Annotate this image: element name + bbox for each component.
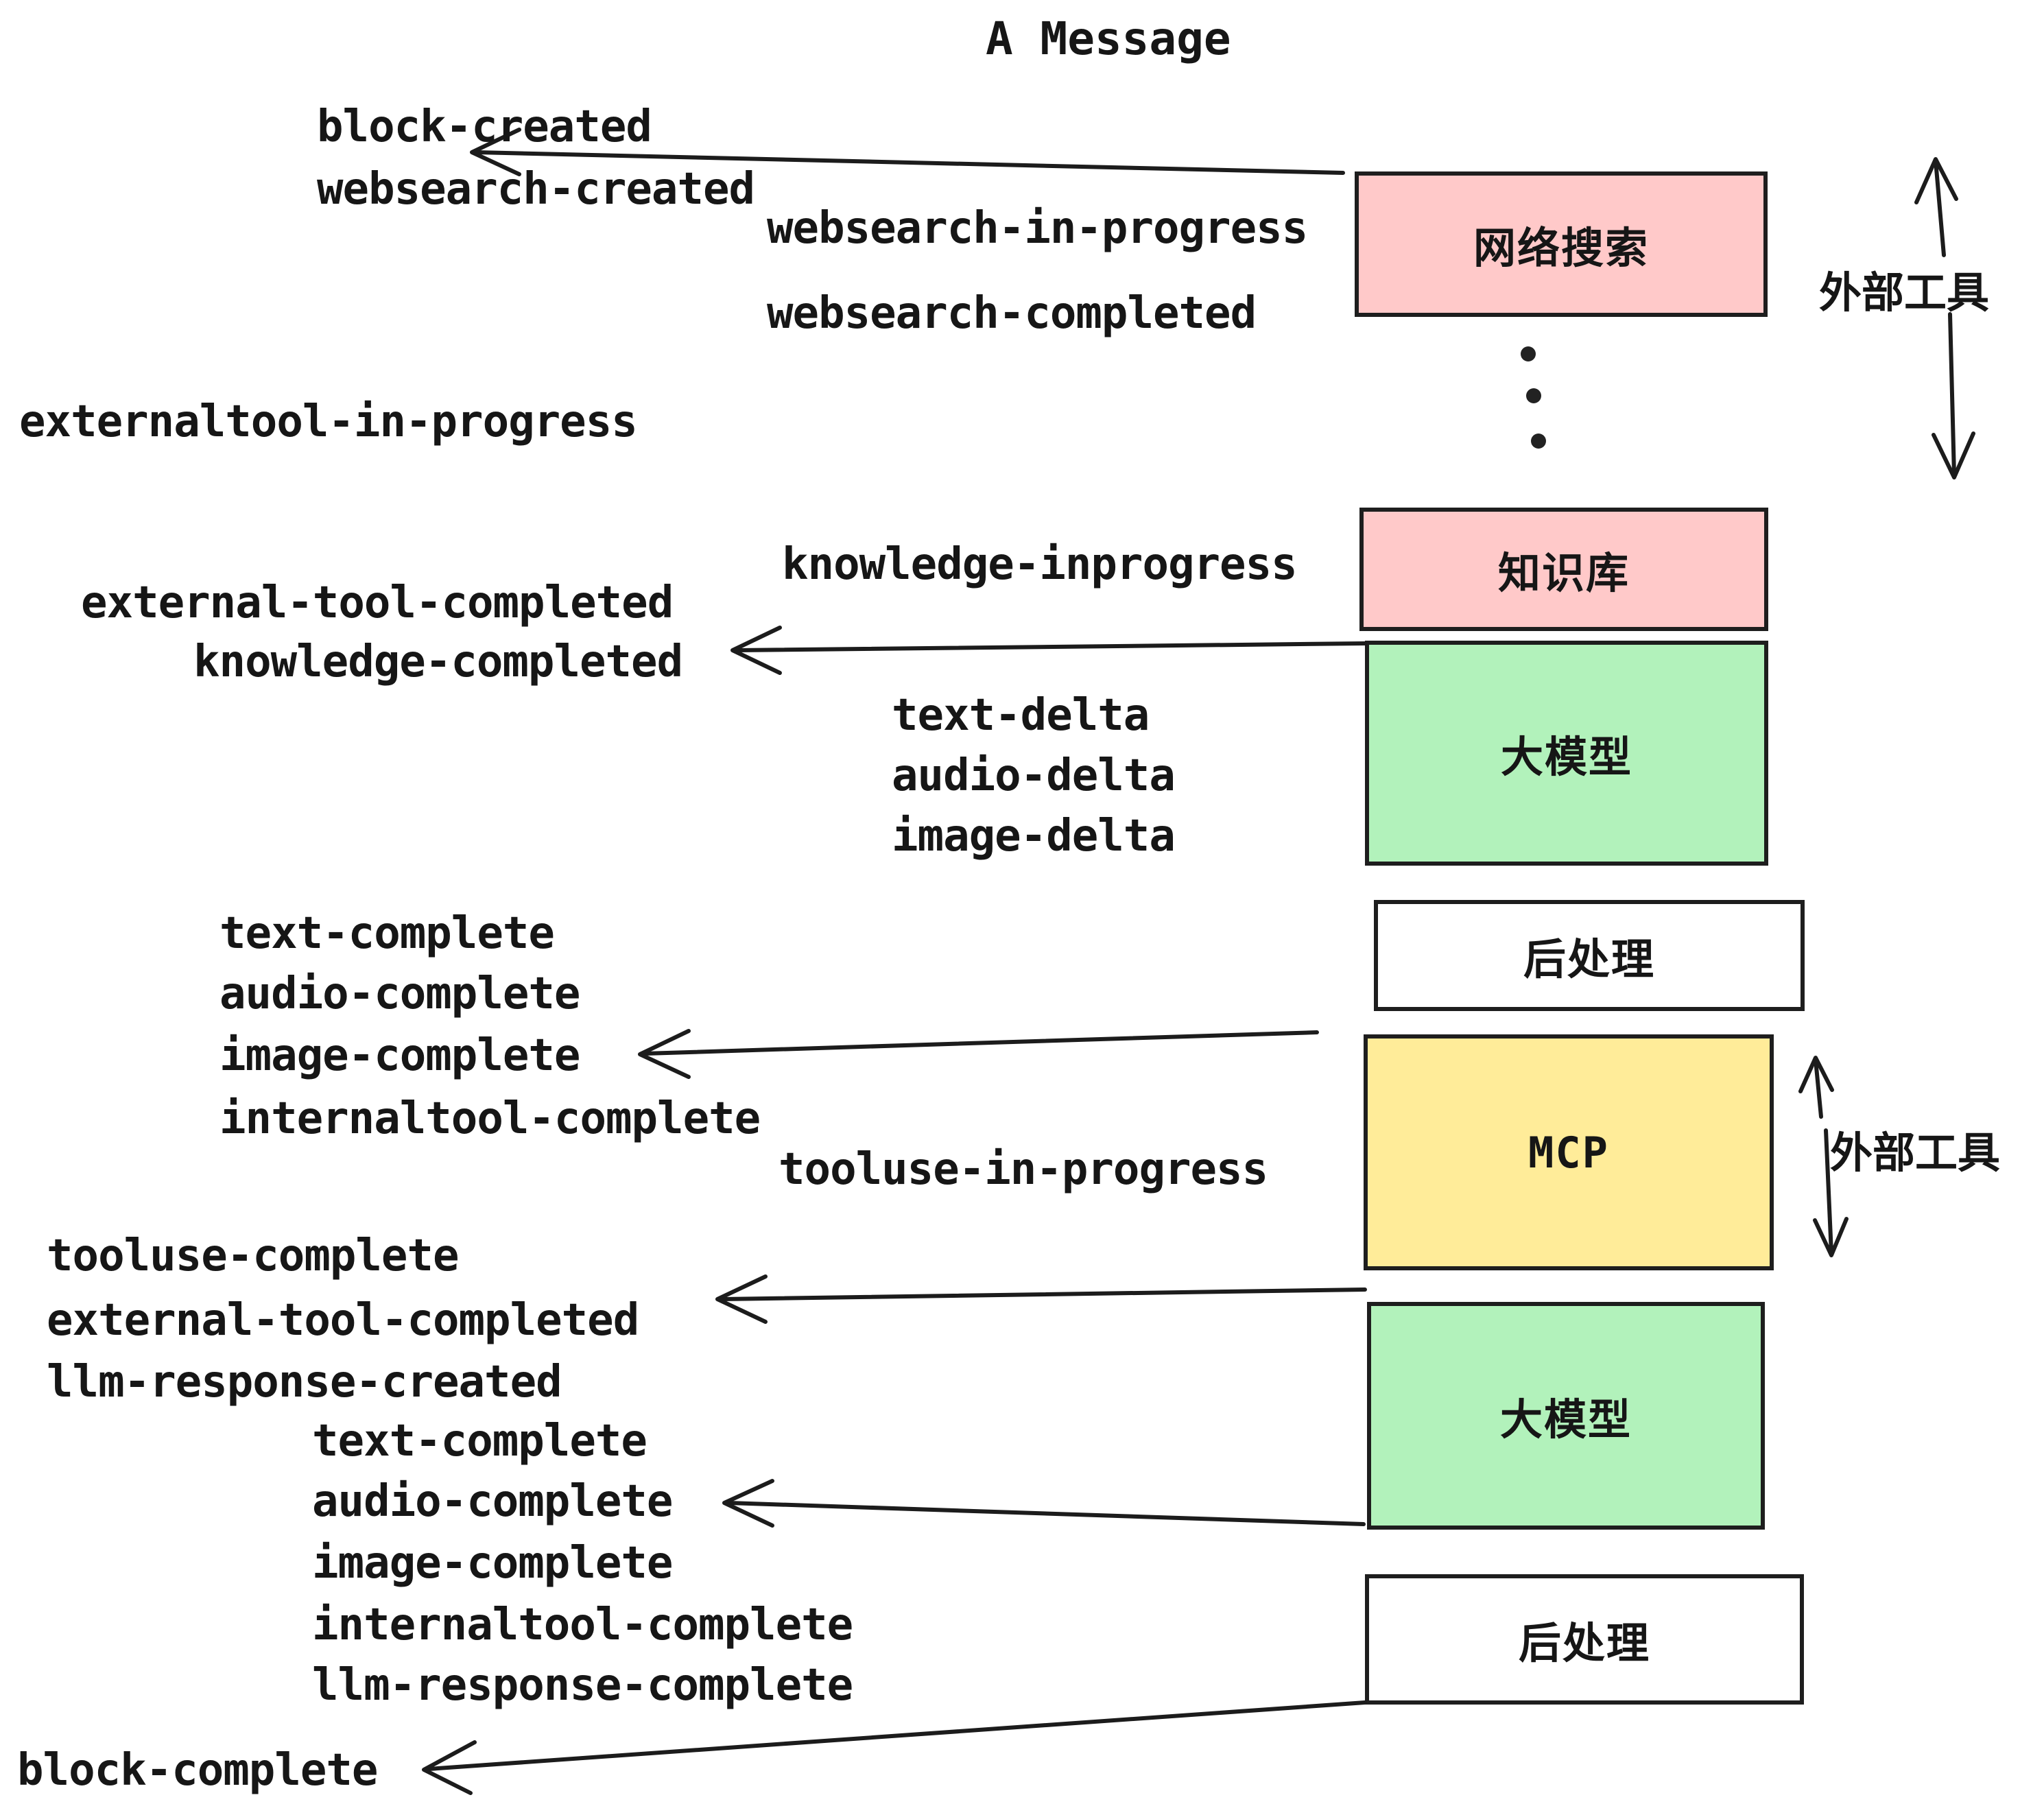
ellipsis-dot — [1521, 346, 1536, 361]
arrow-internal-complete-1 — [638, 1029, 1319, 1079]
event-text-delta-1: text-delta — [892, 690, 1150, 741]
arrow-internal-complete-2 — [722, 1479, 1366, 1528]
box-llm-2-label: 大模型 — [1499, 1394, 1632, 1445]
event-text-complete-2: text-complete — [312, 1416, 647, 1467]
event-websearch-in-progress: websearch-in-progress — [767, 203, 1308, 254]
event-audio-delta-1: audio-delta — [892, 750, 1176, 801]
arrow-websearch-created — [470, 128, 1345, 176]
box-postprocess-1-label: 后处理 — [1523, 934, 1655, 984]
box-mcp-label: MCP — [1528, 1127, 1609, 1178]
event-tooluse-in-progress: tooluse-in-progress — [779, 1144, 1268, 1195]
arrow-knowledge-completed — [730, 626, 1367, 675]
box-knowledge-label: 知识库 — [1497, 548, 1630, 598]
event-llm-response-created: llm-response-created — [47, 1357, 562, 1408]
box-postprocess-2: 后处理 — [1365, 1574, 1804, 1705]
external-tools-up-arrow-1 — [1914, 157, 1958, 257]
event-text-complete-1: text-complete — [219, 908, 555, 959]
event-externaltool-in-progress: externaltool-in-progress — [19, 396, 638, 447]
box-websearch: 网络搜索 — [1355, 171, 1768, 317]
external-tools-down-arrow-1 — [1932, 312, 1975, 479]
box-llm-1: 大模型 — [1365, 641, 1768, 866]
event-audio-complete-1: audio-complete — [219, 969, 580, 1019]
event-image-delta-1: image-delta — [892, 811, 1176, 862]
event-internaltool-complete-2: internaltool-complete — [312, 1600, 853, 1650]
event-tooluse-complete: tooluse-complete — [47, 1231, 459, 1281]
box-llm-2: 大模型 — [1367, 1302, 1765, 1530]
external-tools-down-arrow-2 — [1813, 1128, 1849, 1257]
diagram-title: A Message — [986, 12, 1231, 65]
event-websearch-completed: websearch-completed — [767, 288, 1257, 339]
arrow-tooluse-complete — [715, 1274, 1367, 1324]
box-mcp: MCP — [1364, 1034, 1774, 1270]
event-internaltool-complete-1: internaltool-complete — [219, 1093, 761, 1144]
box-postprocess-1: 后处理 — [1374, 900, 1805, 1011]
event-image-complete-2: image-complete — [312, 1538, 673, 1589]
event-block-complete: block-complete — [17, 1745, 378, 1796]
ellipsis-dots — [1521, 346, 1546, 449]
event-block-created: block-created — [317, 102, 652, 152]
event-external-tool-completed: external-tool-completed — [81, 578, 674, 628]
box-websearch-label: 网络搜索 — [1473, 223, 1649, 273]
external-tools-label-1: 外部工具 — [1819, 268, 1990, 318]
event-knowledge-inprogress: knowledge-inprogress — [782, 539, 1298, 590]
event-audio-complete-2: audio-complete — [312, 1476, 673, 1527]
ellipsis-dot — [1526, 388, 1541, 403]
box-knowledge: 知识库 — [1359, 508, 1768, 631]
event-knowledge-completed: knowledge-completed — [193, 637, 683, 687]
event-image-complete-1: image-complete — [219, 1030, 580, 1081]
box-postprocess-2-label: 后处理 — [1518, 1618, 1650, 1668]
ellipsis-dot — [1531, 434, 1546, 449]
box-llm-1-label: 大模型 — [1500, 732, 1632, 782]
external-tools-label-2: 外部工具 — [1830, 1128, 2001, 1178]
event-external-tool-completed-2: external-tool-completed — [47, 1295, 639, 1346]
event-websearch-created: websearch-created — [317, 164, 755, 215]
external-tools-up-arrow-2 — [1798, 1056, 1834, 1119]
event-llm-response-complete: llm-response-complete — [312, 1660, 853, 1711]
arrow-block-complete — [422, 1700, 1367, 1795]
